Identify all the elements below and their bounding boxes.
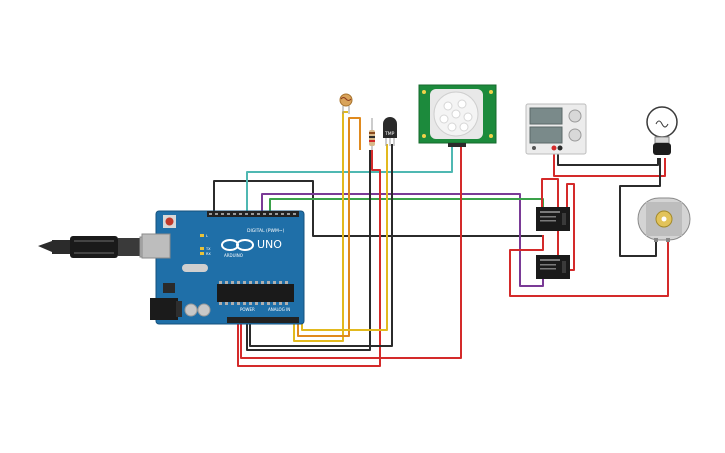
temperature-sensor[interactable]: TMP (383, 117, 397, 146)
model-label: UNO (257, 238, 282, 251)
digital-header-pins (209, 213, 296, 215)
rx-label: RX (206, 252, 211, 256)
led-l (200, 234, 204, 237)
power-jack (150, 298, 178, 320)
reset-button[interactable] (165, 217, 174, 226)
wires (213, 111, 669, 367)
current-knob[interactable] (568, 128, 582, 142)
chip-pins (219, 281, 288, 305)
wire-yellow-analog[interactable] (293, 111, 348, 342)
analog-label: ANALOG IN (268, 307, 290, 312)
dc-motor[interactable] (637, 197, 691, 242)
relay-2[interactable] (536, 255, 570, 279)
wire-red-relay-left[interactable] (509, 235, 669, 297)
crystal (182, 264, 208, 272)
relay-1[interactable] (536, 207, 570, 231)
pir-sensor[interactable] (418, 84, 497, 147)
wire-red-relay-right[interactable] (566, 183, 575, 271)
led-rx (200, 252, 204, 255)
capacitor (184, 303, 198, 317)
psu-positive-terminal[interactable] (551, 145, 557, 151)
wire-black-gnd-a[interactable] (246, 150, 371, 351)
psu-negative-terminal[interactable] (557, 145, 563, 151)
arduino-board[interactable]: DIGITAL (PWM~) ARDUINO UNO L TX RX (141, 210, 305, 325)
photoresistor[interactable] (339, 93, 353, 114)
regulator (163, 283, 175, 293)
power-supply[interactable] (525, 103, 587, 155)
light-bulb[interactable] (646, 106, 678, 155)
voltage-display (529, 107, 563, 125)
wire-red-relay-loop[interactable] (541, 178, 559, 213)
arduino-logo: ARDUINO (221, 239, 254, 258)
wire-red-5v-a[interactable] (237, 150, 381, 367)
current-display (529, 126, 563, 144)
led-tx (200, 247, 204, 250)
wire-black-psu[interactable] (557, 145, 659, 166)
wire-yellow-temp[interactable] (301, 144, 388, 331)
usb-port (141, 233, 171, 259)
brand-label: ARDUINO (224, 253, 243, 258)
microcontroller-chip (217, 284, 294, 302)
resistor[interactable] (369, 118, 375, 150)
power-label: POWER (240, 307, 255, 312)
wire-black-gnd-b[interactable] (249, 144, 393, 347)
wire-red-psu-bulb[interactable] (553, 145, 666, 177)
capacitor (197, 303, 211, 317)
digital-header-label: DIGITAL (PWM~) (247, 228, 285, 234)
wire-black-bulb-motor[interactable] (619, 158, 661, 257)
l-label: L (206, 234, 208, 238)
tx-label: TX (205, 247, 211, 251)
wire-red-5v-b[interactable] (240, 147, 462, 359)
wire-orange-analog[interactable] (297, 117, 361, 337)
voltage-knob[interactable] (568, 109, 582, 123)
wire-purple-relay2[interactable] (261, 193, 544, 287)
wire-green-relay1[interactable] (269, 198, 544, 213)
temp-sensor-label: TMP (384, 131, 395, 137)
power-analog-header[interactable] (227, 317, 299, 323)
